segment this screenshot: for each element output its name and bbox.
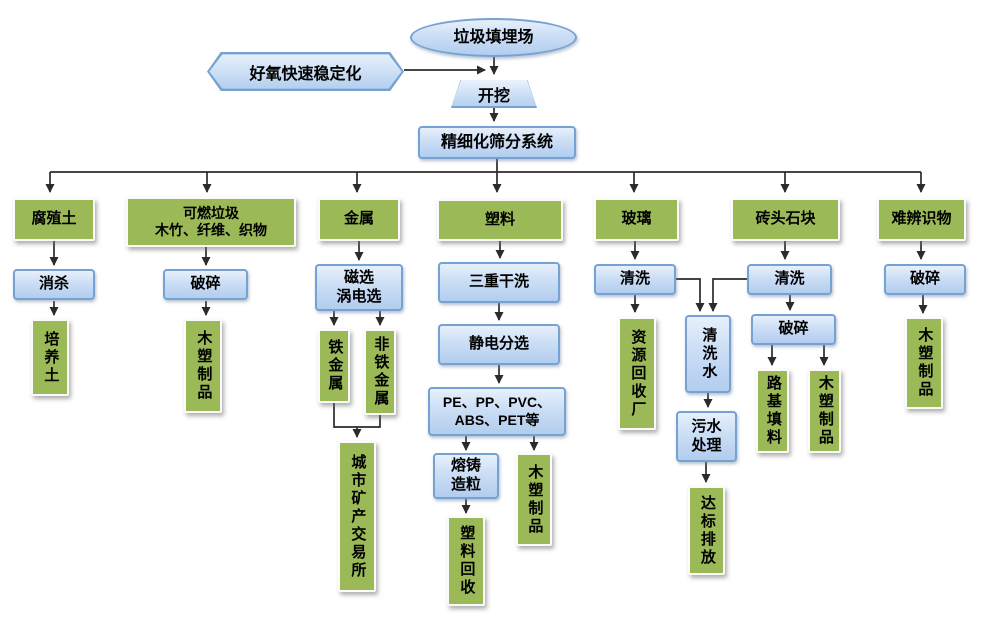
node-electrostatic-separation: 静电分选 bbox=[438, 324, 560, 365]
node-disinfection: 消杀 bbox=[13, 269, 95, 300]
node-metal: 金属 bbox=[318, 198, 400, 241]
node-nonferrous-metal: 非铁金属 bbox=[364, 329, 396, 415]
node-wood-plastic-products: 木塑制品 bbox=[184, 319, 222, 413]
node-excavation: 开挖 bbox=[451, 80, 537, 108]
node-humus-soil: 腐殖土 bbox=[13, 198, 95, 241]
node-screening-system: 精细化筛分系统 bbox=[418, 126, 576, 159]
node-standard-discharge: 达标排放 bbox=[688, 486, 725, 575]
node-landfill: 垃圾填埋场 bbox=[410, 18, 577, 57]
node-wood-plastic-products: 木塑制品 bbox=[905, 317, 943, 409]
node-crushing-unidentified: 破碎 bbox=[884, 264, 966, 295]
node-crushing-combustible: 破碎 bbox=[163, 269, 248, 300]
node-bricks-stones: 砖头石块 bbox=[731, 198, 840, 241]
node-plastic-types: PE、PP、PVC、 ABS、PET等 bbox=[428, 387, 566, 436]
node-roadbed-filler: 路基填料 bbox=[756, 369, 789, 453]
node-triple-dry-wash: 三重干洗 bbox=[438, 262, 560, 303]
node-aerobic-stabilization: 好氧快速稳定化 bbox=[207, 52, 404, 91]
node-cultivation-soil: 培养土 bbox=[31, 319, 69, 396]
trapezoid-fill bbox=[451, 80, 537, 107]
node-plastic-recycling: 塑料回收 bbox=[447, 516, 485, 606]
node-glass: 玻璃 bbox=[594, 198, 679, 241]
node-wood-plastic-products: 木塑制品 bbox=[808, 369, 841, 453]
node-label: 开挖 bbox=[477, 88, 510, 105]
node-magnetic-eddy-separation: 磁选 涡电选 bbox=[315, 264, 403, 311]
node-unidentified-items: 难辨识物 bbox=[877, 198, 966, 241]
node-crushing-bricks: 破碎 bbox=[751, 314, 836, 345]
node-resource-recovery-plant: 资源回收厂 bbox=[618, 317, 656, 430]
node-urban-mineral-exchange: 城市矿产交易所 bbox=[338, 441, 376, 592]
hexagon-fill bbox=[209, 54, 402, 89]
node-washing-glass: 清洗 bbox=[594, 264, 676, 295]
node-washing-bricks: 清洗 bbox=[747, 264, 832, 295]
node-label: 好氧快速稳定化 bbox=[249, 65, 362, 83]
node-wood-plastic-products: 木塑制品 bbox=[516, 453, 552, 546]
node-ferrous-metal: 铁金属 bbox=[318, 329, 350, 403]
node-plastic: 塑料 bbox=[437, 199, 563, 241]
node-sewage-treatment: 污水 处理 bbox=[676, 411, 737, 462]
node-combustible-waste: 可燃垃圾 木竹、纤维、织物 bbox=[126, 197, 296, 247]
node-melt-granulation: 熔铸 造粒 bbox=[433, 453, 499, 499]
node-washing-water: 清洗水 bbox=[685, 315, 731, 393]
